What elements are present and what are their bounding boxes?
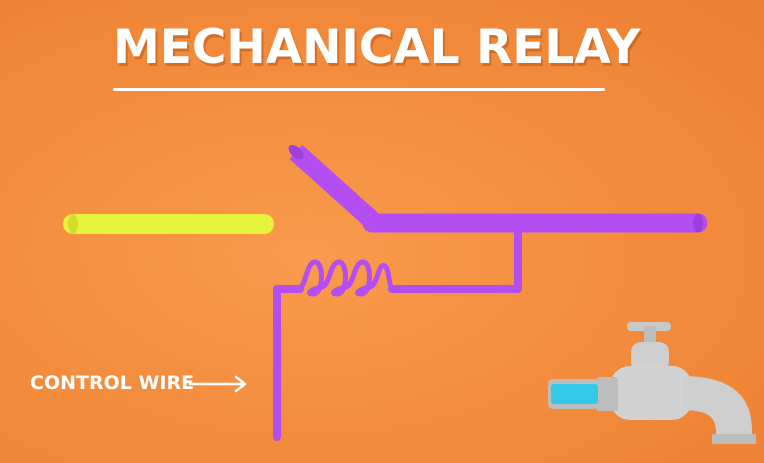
control-wire [273, 285, 304, 441]
input-wire [63, 214, 274, 234]
coil-icon [295, 259, 397, 297]
switch-arm [288, 144, 382, 231]
title-underline [113, 88, 605, 91]
control-wire-label: CONTROL WIRE [30, 372, 195, 394]
diagram-title: MECHANICAL RELAY [113, 20, 641, 75]
faucet-icon [548, 322, 756, 444]
arrow-right-icon [188, 375, 247, 393]
coil-return-wire [388, 225, 522, 293]
output-wire [362, 213, 708, 233]
